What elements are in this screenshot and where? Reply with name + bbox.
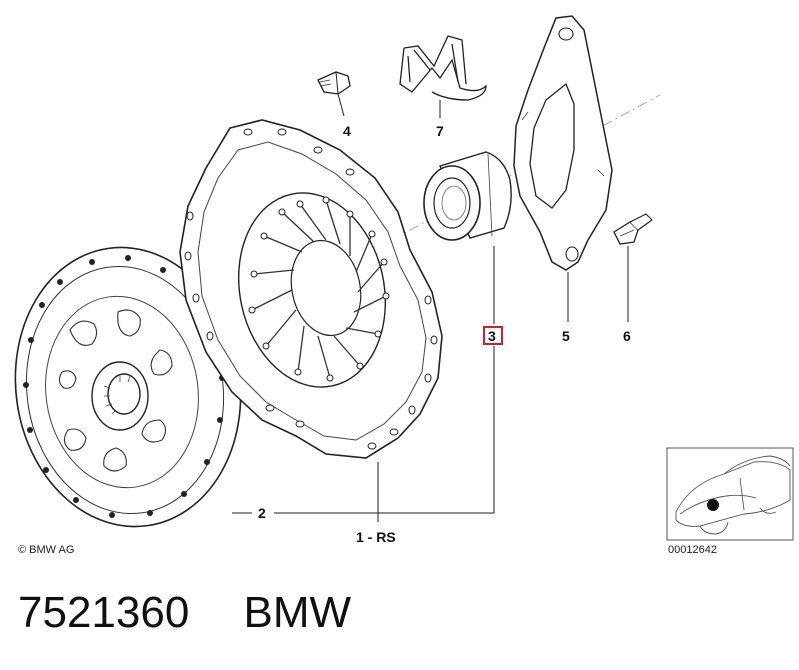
clutch-pressure-plate[interactable]	[179, 119, 443, 459]
footer-caption: 7521360 BMW	[18, 588, 351, 638]
leader-line-4	[337, 93, 345, 117]
leader-line-2	[232, 346, 495, 514]
callout-label-7[interactable]: 7	[436, 123, 444, 139]
bolt[interactable]	[317, 71, 351, 95]
retaining-spring-clip[interactable]	[399, 35, 487, 101]
guide-sleeve-plate[interactable]	[513, 15, 613, 271]
vehicle-locator-thumbnail[interactable]: 00012642	[666, 447, 794, 556]
callout-label-6[interactable]: 6	[623, 328, 631, 344]
clutch-disc[interactable]	[0, 233, 258, 541]
dowel-pin[interactable]	[613, 213, 653, 245]
part-number: 7521360	[18, 588, 190, 637]
brand-name: BMW	[243, 588, 352, 637]
callout-label-4[interactable]: 4	[343, 123, 351, 139]
release-bearing[interactable]	[423, 151, 512, 241]
callout-label-5[interactable]: 5	[562, 328, 570, 344]
locator-marker-dot	[707, 499, 719, 511]
callout-label-2[interactable]: 2	[258, 505, 266, 521]
image-number: 00012642	[668, 544, 717, 556]
copyright-label: © BMW AG	[18, 544, 74, 556]
callout-label-1[interactable]: 1 - RS	[356, 529, 396, 545]
highlight-box-3	[483, 326, 503, 345]
callout-label-3[interactable]: 3	[488, 328, 496, 344]
